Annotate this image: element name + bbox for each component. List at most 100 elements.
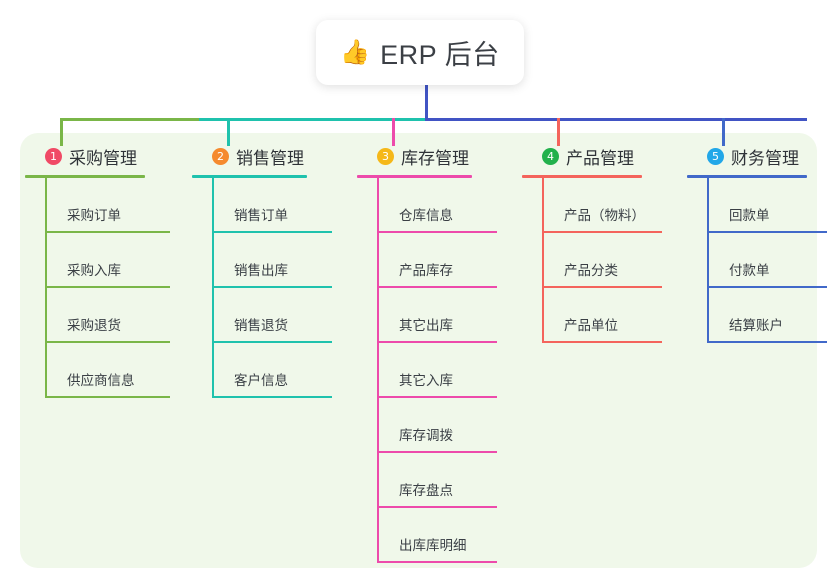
leaf-item-label: 客户信息 (234, 373, 288, 388)
leaf-item[interactable]: 库存调拨 (377, 398, 522, 453)
leaf-item[interactable]: 采购入库 (45, 233, 190, 288)
leaf-item-label: 产品（物料） (564, 208, 645, 223)
column-header-purchase[interactable]: 1 采购管理 (25, 143, 190, 169)
leaf-item[interactable]: 供应商信息 (45, 343, 190, 398)
column-title: 产品管理 (566, 148, 634, 168)
leaf-item-rule (45, 396, 170, 398)
column-number-badge: 4 (542, 147, 559, 165)
leaf-item-label: 库存盘点 (399, 483, 453, 498)
leaf-item[interactable]: 结算账户 (707, 288, 837, 343)
leaf-item-label: 采购订单 (67, 208, 121, 223)
bus-segment-green (60, 118, 200, 121)
leaf-item-rule (377, 286, 497, 288)
leaf-item[interactable]: 销售出库 (212, 233, 357, 288)
leaf-item[interactable]: 其它出库 (377, 288, 522, 343)
leaf-item[interactable]: 回款单 (707, 178, 837, 233)
leaf-item[interactable]: 客户信息 (212, 343, 357, 398)
leaf-item[interactable]: 库存盘点 (377, 453, 522, 508)
leaf-item-rule (212, 231, 332, 233)
leaf-item-label: 产品库存 (399, 263, 453, 278)
leaf-item[interactable]: 出库库明细 (377, 508, 522, 563)
leaf-item-label: 供应商信息 (67, 373, 135, 388)
root-node-card[interactable]: 👍 ERP 后台 (316, 20, 524, 85)
leaf-item[interactable]: 产品（物料） (542, 178, 697, 233)
leaf-item-rule (707, 286, 827, 288)
leaf-item[interactable]: 仓库信息 (377, 178, 522, 233)
branch-trunk-line (377, 178, 379, 563)
thumbs-up-icon: 👍 (340, 38, 371, 66)
drop-line-sales (227, 118, 230, 146)
branch-trunk-line (45, 178, 47, 398)
leaf-item-rule (377, 231, 497, 233)
leaf-item[interactable]: 产品单位 (542, 288, 697, 343)
leaf-item-rule (707, 341, 827, 343)
column-header-rule (192, 175, 307, 178)
drop-line-purchase (60, 118, 63, 146)
leaf-item-rule (377, 561, 497, 563)
leaf-item[interactable]: 付款单 (707, 233, 837, 288)
bus-segment-indigo (425, 118, 807, 121)
leaf-item[interactable]: 采购退货 (45, 288, 190, 343)
leaf-item-label: 销售出库 (234, 263, 288, 278)
column-number-badge: 5 (707, 147, 724, 165)
leaf-item[interactable]: 销售退货 (212, 288, 357, 343)
column-header-sales[interactable]: 2 销售管理 (192, 143, 357, 169)
leaf-item-label: 库存调拨 (399, 428, 453, 443)
column-header-rule (357, 175, 472, 178)
leaf-item-rule (45, 341, 170, 343)
column-title: 财务管理 (731, 148, 799, 168)
leaf-item-rule (542, 231, 662, 233)
column-branch: 销售订单销售出库销售退货客户信息 (212, 178, 357, 398)
leaf-item-label: 采购入库 (67, 263, 121, 278)
drop-line-finance (722, 118, 725, 146)
leaf-item-rule (542, 341, 662, 343)
column-number-badge: 1 (45, 147, 62, 165)
column-header-product[interactable]: 4 产品管理 (522, 143, 697, 169)
leaf-item-label: 产品分类 (564, 263, 618, 278)
branches-panel (20, 133, 817, 568)
leaf-item-rule (212, 286, 332, 288)
leaf-item-label: 付款单 (729, 263, 770, 278)
leaf-item-rule (212, 341, 332, 343)
column-sales: 2 销售管理销售订单销售出库销售退货客户信息 (192, 143, 357, 398)
column-branch: 产品（物料） 产品分类产品单位 (542, 178, 697, 343)
column-branch: 采购订单采购入库采购退货供应商信息 (45, 178, 190, 398)
column-title: 销售管理 (236, 148, 304, 168)
leaf-item-label: 产品单位 (564, 318, 618, 333)
column-header-finance[interactable]: 5 财务管理 (687, 143, 837, 169)
column-finance: 5 财务管理回款单付款单结算账户 (687, 143, 837, 343)
column-title: 采购管理 (69, 148, 137, 168)
column-title: 库存管理 (401, 148, 469, 168)
column-header-rule (522, 175, 642, 178)
leaf-item[interactable]: 产品库存 (377, 233, 522, 288)
branch-trunk-line (707, 178, 709, 343)
drop-line-product (557, 118, 560, 146)
leaf-item[interactable]: 销售订单 (212, 178, 357, 233)
leaf-item[interactable]: 产品分类 (542, 233, 697, 288)
leaf-item-rule (707, 231, 827, 233)
leaf-item-rule (45, 231, 170, 233)
leaf-item-rule (377, 341, 497, 343)
drop-line-inventory (392, 118, 395, 146)
leaf-item-rule (212, 396, 332, 398)
leaf-item[interactable]: 其它入库 (377, 343, 522, 398)
leaf-item-label: 回款单 (729, 208, 770, 223)
leaf-item-label: 仓库信息 (399, 208, 453, 223)
leaf-item-rule (377, 506, 497, 508)
column-branch: 仓库信息产品库存其它出库其它入库库存调拨库存盘点出库库明细 (377, 178, 522, 563)
leaf-item-rule (45, 286, 170, 288)
column-number-badge: 2 (212, 147, 229, 165)
column-header-rule (687, 175, 807, 178)
bus-segment-teal (199, 118, 427, 121)
leaf-item[interactable]: 采购订单 (45, 178, 190, 233)
column-purchase: 1 采购管理采购订单采购入库采购退货供应商信息 (25, 143, 190, 398)
leaf-item-label: 销售订单 (234, 208, 288, 223)
leaf-item-rule (377, 451, 497, 453)
leaf-item-label: 其它入库 (399, 373, 453, 388)
leaf-item-rule (542, 286, 662, 288)
root-stem-line (425, 85, 428, 120)
column-product: 4 产品管理产品（物料） 产品分类产品单位 (522, 143, 697, 343)
